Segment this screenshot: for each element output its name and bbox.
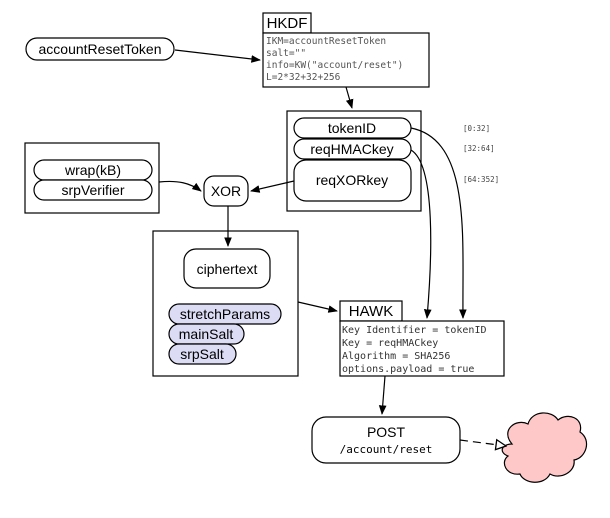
srp-verifier-label: srpVerifier [61, 182, 124, 198]
hkdf-param-length: L=2*32+32+256 [266, 72, 341, 83]
hawk-param-payload: options.payload = true [342, 364, 474, 375]
hawk-title: HAWK [349, 303, 393, 320]
arrow-reqxorkey-to-xor [250, 180, 295, 193]
hkdf-param-info: info=KW("account/reset") [266, 60, 403, 71]
hawk-node: HAWK Key Identifier = tokenID Key = reqH… [339, 300, 505, 377]
xor-node: XOR [203, 175, 249, 207]
arrow-token-to-hkdf [174, 49, 261, 63]
wrap-group: wrap(kB) srpVerifier [24, 142, 160, 214]
arrow-hawk-to-post [378, 375, 387, 415]
range-req-xor-key: [64:352] [463, 175, 499, 184]
arrow-post-to-cloud [459, 440, 506, 446]
token-id-label: tokenID [328, 120, 376, 136]
arrow-payload-to-hawk [297, 301, 338, 313]
account-reset-token-label: accountResetToken [39, 41, 162, 57]
main-salt-label: mainSalt [179, 326, 234, 342]
post-node: POST /account/reset [311, 416, 461, 464]
stretch-params-label: stretchParams [180, 306, 270, 322]
srp-salt-label: srpSalt [180, 346, 224, 362]
hkdf-node: HKDF IKM=accountResetToken salt="" info=… [262, 12, 430, 88]
hkdf-title: HKDF [267, 15, 308, 32]
arrows [158, 49, 506, 446]
post-path-label: /account/reset [340, 443, 433, 456]
range-req-hmac-key: [32:64] [463, 144, 495, 153]
arrow-wrap-to-xor [158, 180, 202, 192]
req-hmac-key-label: reqHMACkey [310, 141, 393, 157]
ciphertext-label: ciphertext [197, 261, 258, 277]
arrow-tokenid-to-hawk [410, 127, 467, 319]
arrow-hkdf-to-outputs [345, 86, 354, 109]
hkdf-param-salt: salt="" [266, 48, 306, 59]
hawk-param-key: Key = reqHMACkey [342, 338, 438, 349]
hawk-param-key-id: Key Identifier = tokenID [342, 325, 487, 336]
hkdf-param-ikm: IKM=accountResetToken [266, 36, 386, 47]
hkdf-outputs-group: tokenID reqHMACkey reqXORkey [286, 110, 422, 212]
account-reset-token-node: accountResetToken [25, 37, 175, 61]
hawk-param-algorithm: Algorithm = SHA256 [342, 351, 450, 362]
post-method-label: POST [367, 424, 406, 440]
range-token-id: [0:32] [463, 124, 490, 133]
xor-label: XOR [211, 183, 241, 199]
wrap-kb-label: wrap(kB) [64, 162, 121, 178]
payload-group: ciphertext stretchParams mainSalt srpSal… [152, 230, 299, 377]
req-xor-key-label: reqXORkey [316, 172, 388, 188]
arrow-reqhmackey-to-hawk [410, 149, 432, 319]
cloud-icon [501, 412, 588, 483]
